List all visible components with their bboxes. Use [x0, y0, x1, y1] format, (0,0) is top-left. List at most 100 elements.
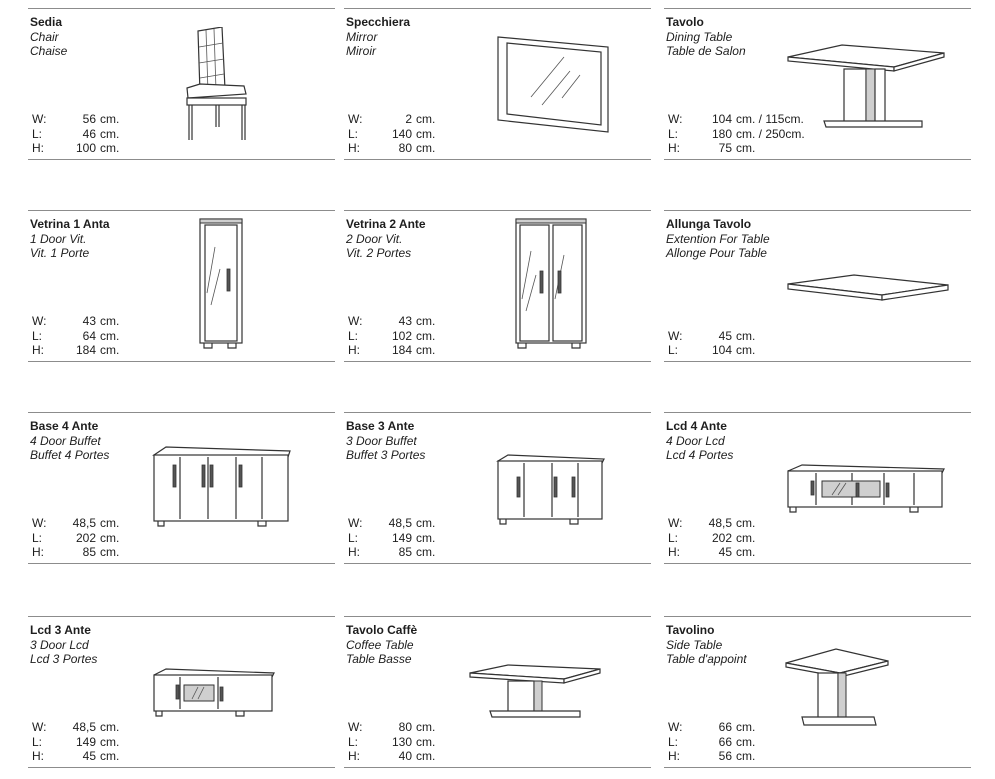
product-name: Tavolino [666, 623, 715, 637]
dim-unit: cm. [736, 141, 756, 156]
dim-value: 85 [398, 545, 412, 560]
dim-value: 66 [718, 734, 732, 749]
product-name: Lcd 3 Ante [30, 623, 91, 637]
dim-value: 48,5 [72, 516, 96, 531]
dim-unit: cm. [736, 749, 756, 764]
dimension-row: H: 85 cm. [348, 545, 435, 560]
dim-value: 149 [75, 734, 96, 749]
dim-unit: cm. [736, 343, 756, 358]
dim-key: W: [668, 328, 683, 343]
dim-value: 56 [718, 749, 732, 764]
dim-value: 130 [391, 734, 412, 749]
dim-value: 43 [398, 314, 412, 329]
dim-value: 140 [391, 126, 412, 141]
product-name: Vetrina 2 Ante [346, 217, 426, 231]
product-name: Tavolo Caffè [346, 623, 418, 637]
dim-value: 85 [82, 545, 96, 560]
dim-unit: cm. [416, 343, 436, 358]
dim-key: H: [32, 545, 44, 560]
dim-key: H: [348, 545, 360, 560]
product-card-vetrina-2-ante: Vetrina 2 Ante 2 Door Vit. Vit. 2 Portes… [344, 210, 651, 362]
dim-unit: cm. [100, 516, 120, 531]
dim-value: 48,5 [708, 516, 732, 531]
dim-key: L: [348, 734, 359, 749]
dim-key: L: [32, 126, 43, 141]
dim-key: W: [32, 720, 47, 735]
product-card-tavolo: Tavolo Dining Table Table de Salon W:104… [664, 8, 971, 160]
dim-key: W: [668, 516, 683, 531]
dim-key: L: [668, 734, 679, 749]
dim-key: L: [668, 126, 679, 141]
dim-key: H: [348, 343, 360, 358]
product-name: Base 3 Ante [346, 419, 415, 433]
dim-unit: cm. [416, 141, 436, 156]
dim-unit: cm. [736, 516, 756, 531]
four-door-buffet-illustration [152, 445, 292, 531]
product-name-fr: Buffet 4 Portes [30, 448, 110, 462]
dim-unit: cm. [100, 530, 120, 545]
dim-key: W: [348, 516, 363, 531]
product-card-base-4-ante: Base 4 Ante 4 Door Buffet Buffet 4 Porte… [28, 412, 335, 564]
dim-unit: cm. [416, 720, 436, 735]
dim-unit: cm. [100, 545, 120, 560]
dim-value: 45 [718, 328, 732, 343]
dim-value: 80 [398, 720, 412, 735]
dim-unit: cm. [736, 545, 756, 560]
product-name-en: 3 Door Lcd [30, 638, 89, 652]
dim-key: H: [348, 141, 360, 156]
product-name-en: Coffee Table [346, 638, 414, 652]
coffee-table-illustration [468, 663, 602, 723]
dim-unit: cm. [100, 343, 120, 358]
dim-key: W: [348, 112, 363, 127]
dim-unit: cm. [100, 734, 120, 749]
dim-key: H: [668, 141, 680, 156]
product-name-en: Extention For Table [666, 232, 770, 246]
dim-value: 45 [718, 545, 732, 560]
dim-key: L: [348, 530, 359, 545]
product-card-lcd-3-ante: Lcd 3 Ante 3 Door Lcd Lcd 3 Portes W: 48,… [28, 616, 335, 768]
product-name-en: Dining Table [666, 30, 733, 44]
dim-value: 45 [82, 749, 96, 764]
product-name-fr: Vit. 1 Porte [30, 246, 90, 260]
dim-key: H: [668, 545, 680, 560]
dim-value: 48,5 [388, 516, 412, 531]
product-name-fr: Buffet 3 Portes [346, 448, 426, 462]
dim-value: 48,5 [72, 720, 96, 735]
dim-unit: cm. [100, 112, 120, 127]
dim-key: L: [32, 328, 43, 343]
dim-unit: cm. [416, 314, 436, 329]
dim-key: L: [668, 343, 679, 358]
product-name-fr: Lcd 3 Portes [30, 652, 98, 666]
chair-illustration [182, 27, 252, 141]
product-name-fr: Table Basse [346, 652, 412, 666]
dim-unit: cm. [416, 545, 436, 560]
dim-key: L: [348, 328, 359, 343]
mirror-illustration [496, 35, 612, 135]
dim-key: H: [348, 749, 360, 764]
